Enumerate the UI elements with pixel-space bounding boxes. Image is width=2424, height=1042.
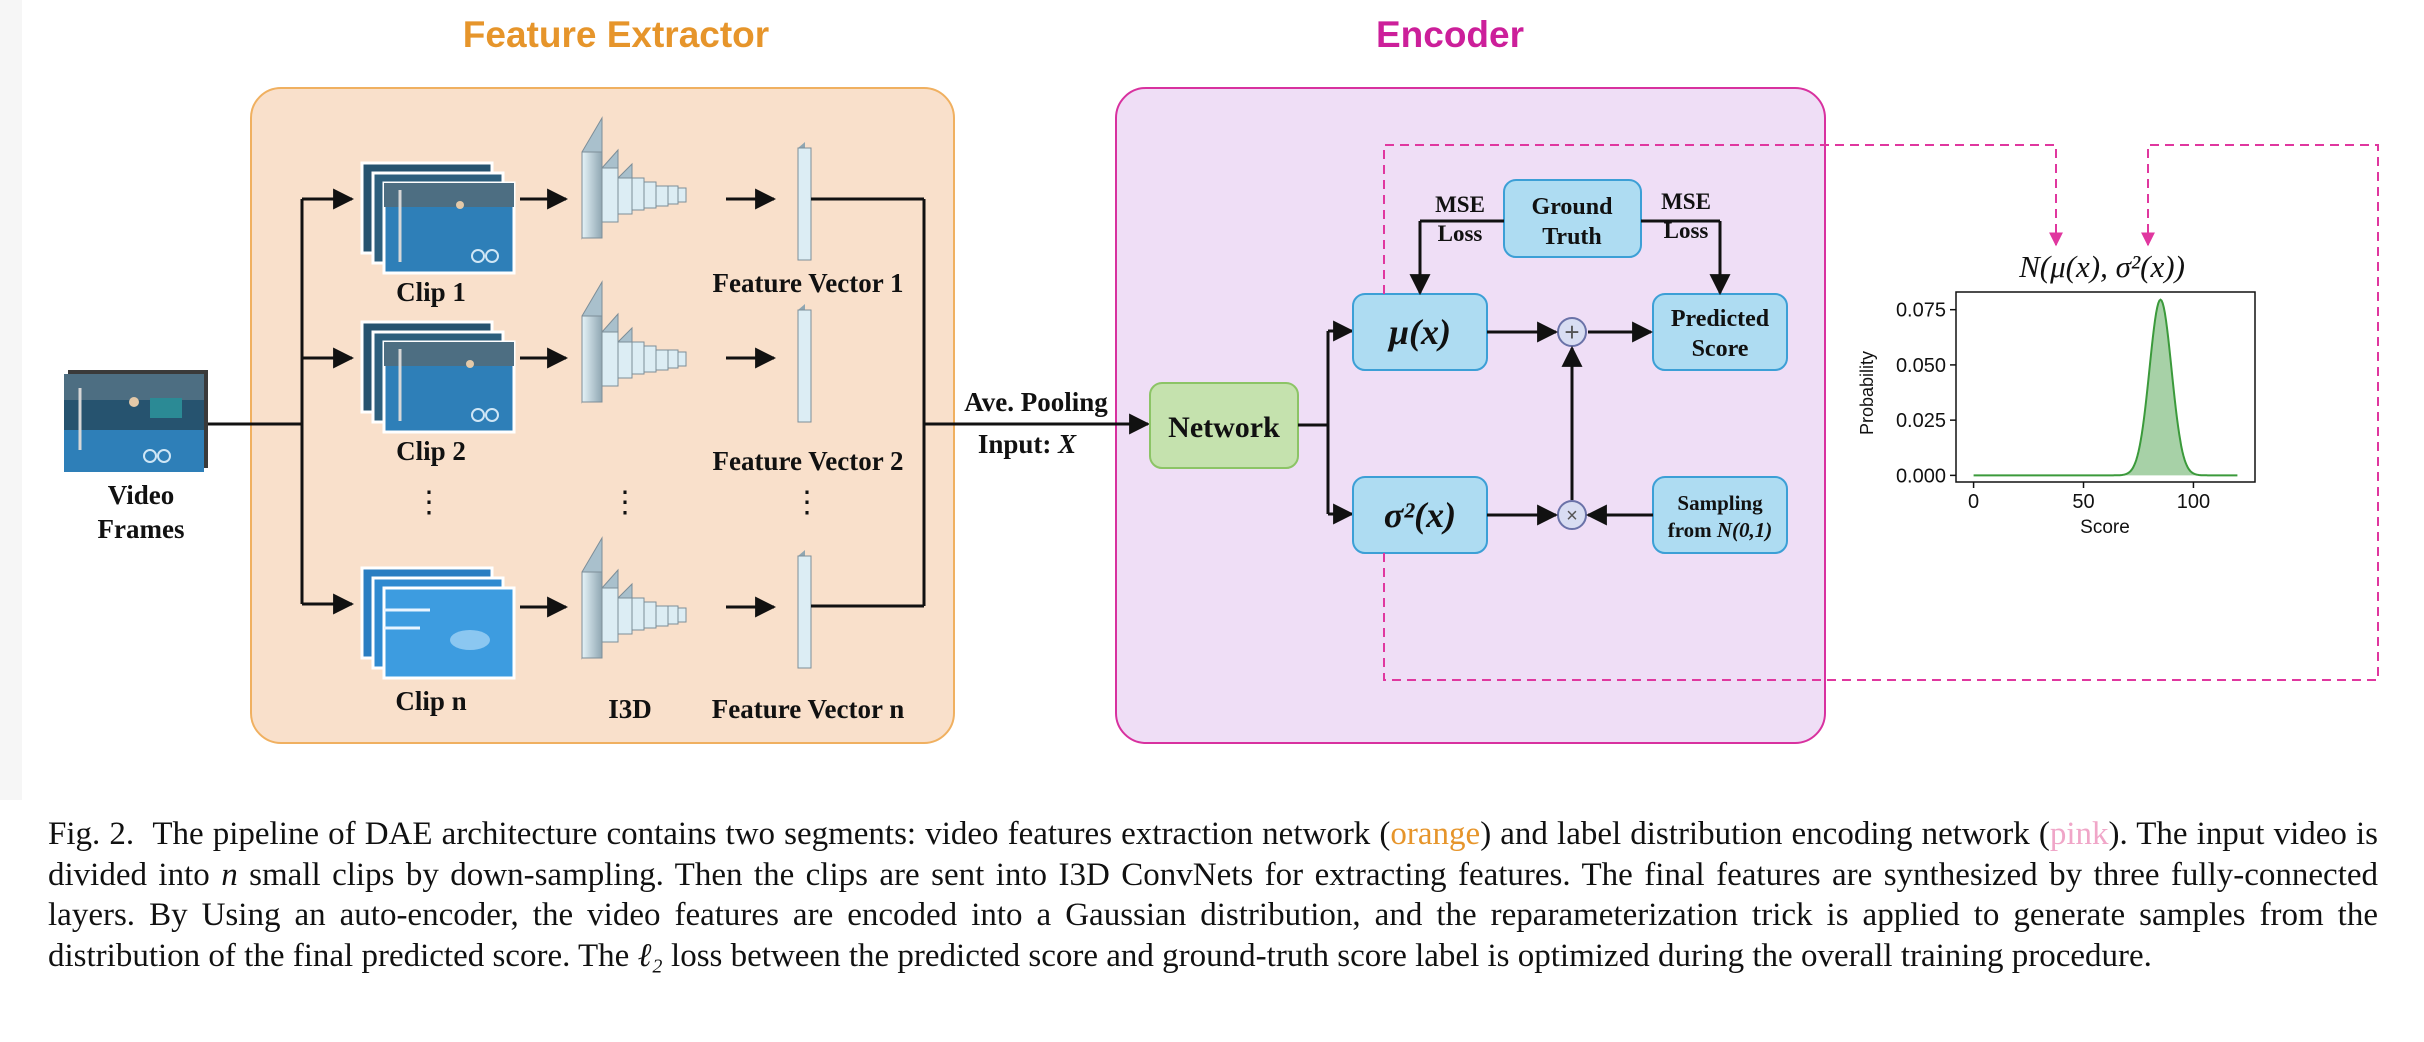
- feature-vector-2-label: Feature Vector 2: [713, 446, 904, 476]
- sampling-label-1: Sampling: [1677, 491, 1763, 515]
- mse-loss-left-2: Loss: [1438, 221, 1483, 246]
- distribution-title: N(μ(x), σ²(x)): [2018, 249, 2185, 284]
- caption-text-4: small clips by down-sampling. Then the c…: [48, 856, 2379, 974]
- mse-loss-left-1: MSE: [1435, 192, 1485, 217]
- mu-label: μ(x): [1387, 312, 1451, 352]
- feature-vector-2-icon: [797, 304, 812, 423]
- x-tick-label: 0: [1968, 491, 1979, 513]
- y-tick-label: 0.075: [1896, 300, 1946, 322]
- caption-text-1: The pipeline of DAE architecture contain…: [152, 816, 1391, 852]
- i3d-label: I3D: [608, 694, 652, 724]
- feature-extractor-title: Feature Extractor: [463, 14, 769, 55]
- caption-var-n: n: [221, 856, 238, 893]
- clip-1-label: Clip 1: [396, 277, 466, 307]
- caption-text-5: loss between the predicted score and gro…: [662, 937, 2152, 974]
- video-frames-label-1: Video: [108, 480, 175, 510]
- plus-operator: +: [1557, 317, 1587, 347]
- caption-text-2: ) and label distribution encoding networ…: [1480, 816, 2050, 852]
- ave-pooling-label: Ave. Pooling: [964, 387, 1108, 417]
- mse-loss-right-1: MSE: [1661, 189, 1711, 214]
- operator-arrows: [1487, 321, 1654, 526]
- gaussian-curve: [1973, 298, 2238, 477]
- network-label: Network: [1168, 411, 1280, 444]
- encoder-panel: [1115, 87, 1826, 744]
- times-operator: ×: [1557, 500, 1587, 530]
- x-tick-label: 100: [2177, 491, 2210, 513]
- feature-vector-1-label: Feature Vector 1: [713, 268, 904, 298]
- caption-label: Fig. 2.: [48, 816, 135, 852]
- sigma-label: σ²(x): [1384, 495, 1456, 535]
- clip-2-thumbnail: [360, 320, 516, 434]
- gaussian-area: [1973, 299, 2238, 476]
- caption-text-3: ). The input video is divided into: [48, 816, 2379, 893]
- chart-ylabel: Probability: [1857, 351, 1877, 435]
- y-tick-label: 0.000: [1896, 465, 1946, 487]
- x-tick-label: 50: [2072, 491, 2094, 513]
- input-x-label: Input: X: [978, 429, 1077, 459]
- feature-vector-1-icon: [797, 142, 812, 261]
- feature-vector-ellipsis: ⋮: [792, 486, 822, 519]
- feature-vector-n-label: Feature Vector n: [712, 694, 904, 724]
- video-to-clips-connector: [208, 188, 355, 615]
- caption-orange-word: orange: [1390, 816, 1481, 852]
- page-margin-strip: [0, 0, 22, 800]
- i3d-ellipsis: ⋮: [610, 486, 640, 519]
- video-frames-label-2: Frames: [98, 514, 185, 544]
- ground-truth-label-1: Ground: [1532, 194, 1614, 220]
- sampling-label-2: from N(0,1): [1668, 518, 1773, 542]
- distribution-dashed-bracket: [1383, 144, 2379, 681]
- svg-text:×: ×: [1566, 505, 1578, 527]
- gaussian-distribution-chart: 0 50 100 0.000 0.025 0.050 0.075: [1896, 291, 2256, 513]
- chart-xlabel: Score: [2080, 517, 2130, 538]
- clip-n-thumbnail: [360, 566, 516, 680]
- svg-text:+: +: [1564, 317, 1579, 347]
- feature-vector-n-icon: [797, 550, 812, 669]
- figure-caption: Fig. 2. The pipeline of DAE architecture…: [48, 814, 2378, 976]
- predicted-score-label-2: Score: [1692, 336, 1749, 362]
- caption-l2: ℓ₂: [637, 937, 663, 974]
- pipeline-figure: Feature Extractor Encoder Video Frames C…: [0, 0, 2379, 800]
- i3d-to-vector-arrows: [726, 188, 777, 618]
- network-split-connector: [1298, 320, 1355, 525]
- encoder-title: Encoder: [1376, 14, 1524, 55]
- caption-pink-word: pink: [2049, 816, 2109, 852]
- ground-truth-box: [1503, 179, 1642, 258]
- clips-ellipsis: ⋮: [414, 486, 444, 519]
- predicted-score-label-1: Predicted: [1671, 306, 1770, 332]
- y-tick-label: 0.050: [1896, 355, 1946, 377]
- clip-n-label: Clip n: [395, 686, 466, 716]
- chart-plot-area: [1955, 291, 2256, 483]
- clip-2-label: Clip 2: [396, 436, 466, 466]
- y-tick-label: 0.025: [1896, 410, 1946, 432]
- vector-merge-connector: [811, 197, 1151, 608]
- i3d-network-1-icon: [581, 116, 687, 240]
- clip-to-i3d-arrows: [520, 188, 569, 618]
- ground-truth-label-2: Truth: [1542, 224, 1602, 250]
- video-frames-thumbnail: [64, 370, 208, 472]
- mse-loss-arrows: [1409, 219, 1731, 296]
- clip-1-thumbnail: [360, 161, 516, 275]
